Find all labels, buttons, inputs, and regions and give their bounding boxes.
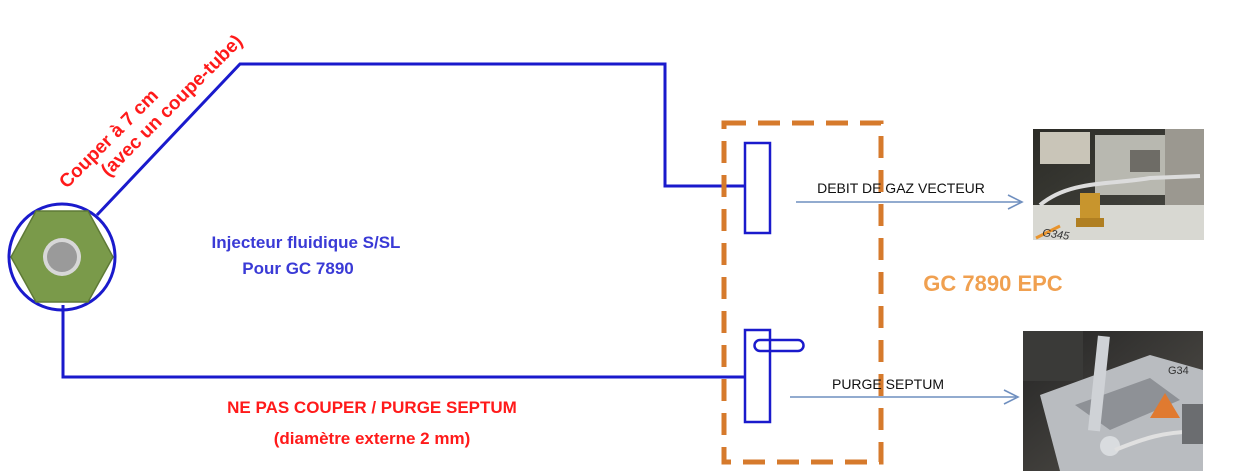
carrier-flow-label: DEBIT DE GAZ VECTEUR bbox=[817, 180, 985, 196]
cut-instruction-line2: (avec un coupe-tube) bbox=[97, 31, 247, 181]
injector-label-line1: Injecteur fluidique S/SL bbox=[212, 233, 401, 252]
purge-connector-block bbox=[743, 328, 772, 424]
no-cut-label-line2: (diamètre externe 2 mm) bbox=[274, 429, 471, 448]
carrier-gas-tube bbox=[95, 62, 745, 217]
no-cut-label-line1: NE PAS COUPER / PURGE SEPTUM bbox=[227, 398, 517, 417]
septum-purge-tube bbox=[61, 305, 745, 379]
purge-label: PURGE SEPTUM bbox=[832, 376, 944, 392]
gc-epc-module-boundary bbox=[721, 120, 884, 465]
purge-clip bbox=[753, 338, 805, 353]
nut-bore bbox=[47, 242, 77, 272]
purge-arrow bbox=[790, 389, 1020, 405]
photo-code-top: G345 bbox=[1042, 227, 1071, 243]
injector-fitting bbox=[7, 202, 117, 312]
gc-epc-label: GC 7890 EPC bbox=[923, 271, 1063, 296]
photo-purge-fitting: G34 bbox=[1023, 331, 1203, 471]
carrier-connector-block bbox=[743, 141, 772, 235]
photo-carrier-fitting: G345 bbox=[1033, 129, 1204, 243]
carrier-flow-arrow bbox=[796, 194, 1024, 210]
photo-code-bottom: G34 bbox=[1168, 365, 1189, 377]
injector-label-line2: Pour GC 7890 bbox=[242, 259, 354, 278]
